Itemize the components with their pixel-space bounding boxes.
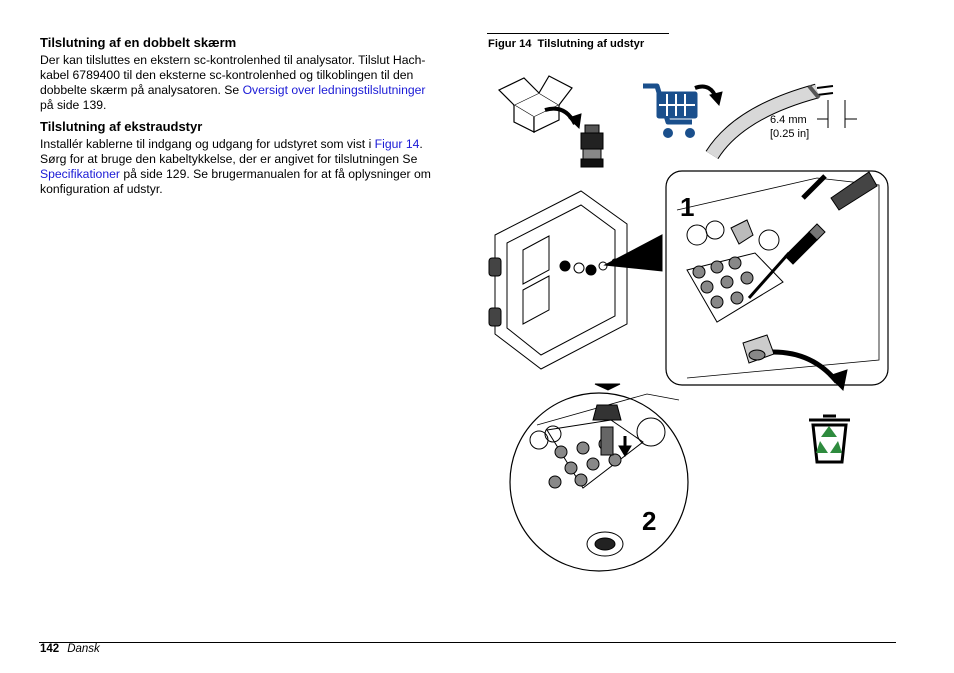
recycle-icon [816, 426, 842, 453]
text-span: Installér kablerne til indgang og udgang… [40, 137, 375, 151]
figure-title: Tilslutning af udstyr [537, 38, 645, 50]
shopping-cart-icon [643, 83, 698, 138]
step-2-detail: 2 [509, 392, 689, 572]
wiring-overview-link[interactable]: Oversigt over ledningstilslutninger [242, 83, 426, 97]
specifications-link[interactable]: Specifikationer [40, 167, 120, 181]
section-heading-dual-display: Tilslutning af en dobbelt skærm [40, 35, 237, 50]
text-span: . [419, 137, 423, 151]
figure-number: Figur 14 [488, 38, 532, 50]
section-body-accessories: Installér kablerne til indgang og udgang… [40, 137, 460, 197]
text-line: Installér kablerne til indgang og udgang… [40, 137, 460, 152]
text-span: på side 129. Se brugermanualen for at få… [119, 167, 431, 181]
figure-caption: Figur 14 Tilslutning af udstyr [488, 38, 650, 50]
analyzer-enclosure [488, 190, 628, 370]
text-line: kabel 6789400 til den eksterne sc-kontro… [40, 68, 414, 82]
step-2-number: 2 [642, 506, 656, 536]
text-line: Specifikationer på side 129. Se brugerma… [40, 167, 460, 182]
caption-rule [487, 33, 669, 34]
section-body-dual-display: Der kan tilsluttes en ekstern sc-kontrol… [40, 53, 460, 113]
hammer-icon [830, 171, 878, 211]
zoom-wedge [594, 383, 621, 391]
trash-can-icon [809, 414, 850, 464]
page-number: 142 [40, 643, 60, 655]
text-line: Der kan tilsluttes en ekstern sc-kontrol… [40, 53, 426, 67]
text-span: dobbelte skærm på analysatoren. Se [40, 83, 243, 97]
double-arrow-icon [801, 174, 827, 200]
zoom-wedge [603, 234, 663, 272]
cable-icon [705, 83, 834, 160]
cable-gland-icon [580, 124, 604, 168]
dimension-in: [0.25 in] [770, 128, 809, 140]
footer-rule [39, 642, 896, 643]
step-1-detail: 1 [665, 170, 889, 386]
page-footer: 142 Dansk [40, 643, 100, 655]
arrow-head-icon [709, 91, 723, 107]
figure-illustration: 6.4 mm [0.25 in] 1 [488, 75, 889, 572]
dimension-mm: 6.4 mm [770, 114, 807, 126]
arrow-head-icon [828, 369, 848, 392]
dimension-line [827, 100, 846, 128]
figure-14-link[interactable]: Figur 14 [374, 137, 420, 151]
box-icon [497, 75, 573, 133]
footer-language: Dansk [67, 643, 100, 655]
text-line: dobbelte skærm på analysatoren. Se Overs… [40, 83, 460, 98]
step-1-number: 1 [680, 192, 694, 222]
arrow-head-icon [568, 113, 582, 130]
section-heading-accessories: Tilslutning af ekstraudstyr [40, 119, 203, 134]
text-line: Sørg for at bruge den kabeltykkelse, der… [40, 152, 418, 166]
text-line: konfiguration af udstyr. [40, 182, 163, 196]
text-line: på side 139. [40, 98, 107, 112]
